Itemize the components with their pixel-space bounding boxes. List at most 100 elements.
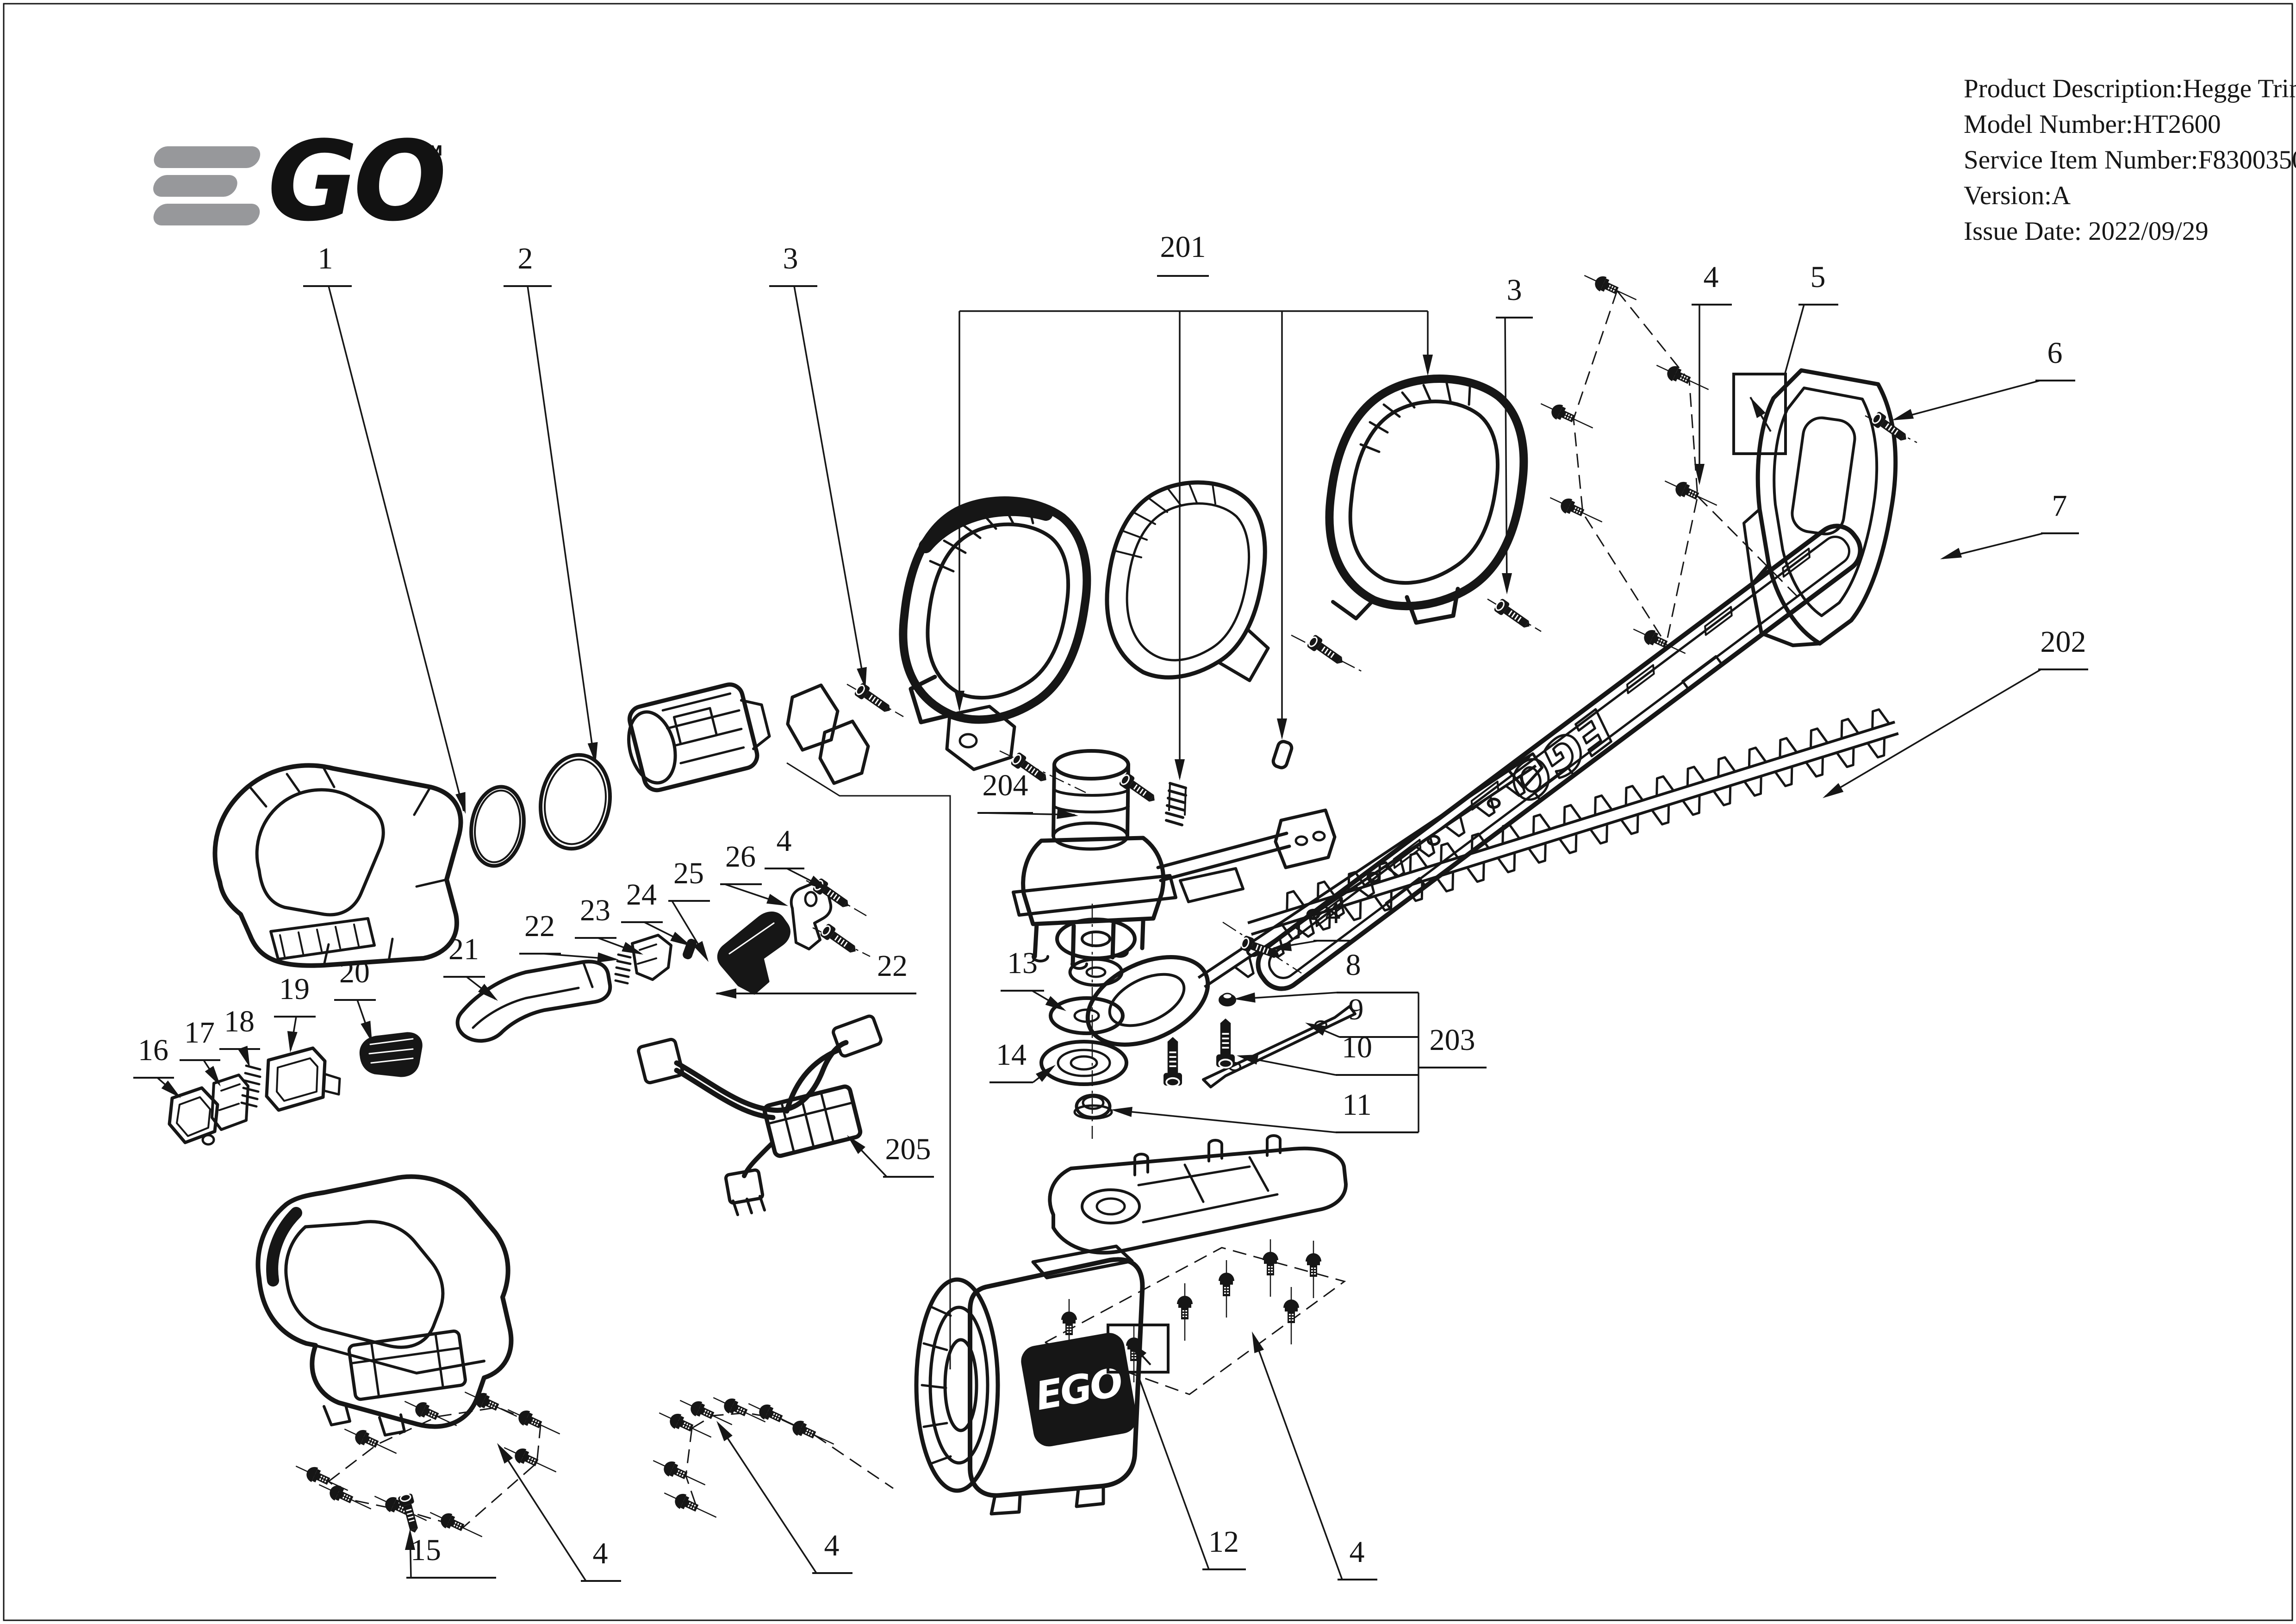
callout-label-23: 23	[580, 893, 610, 927]
callout-2: 2	[504, 242, 598, 764]
callout-label-204: 204	[983, 768, 1028, 802]
callout-3b: 3	[1496, 273, 1533, 594]
callout-15: 15	[405, 1529, 496, 1579]
part-spring-22a	[614, 953, 632, 985]
callout-label-4midleft: 4	[777, 824, 792, 858]
part-hand-guard	[1742, 368, 1898, 647]
callout-1: 1	[303, 242, 466, 814]
machine-screw	[1492, 597, 1535, 633]
callout-label-4top: 4	[1704, 260, 1719, 294]
rivet-screw	[1584, 274, 1637, 300]
part-handle-pin	[1271, 740, 1294, 769]
part-pin-24	[683, 938, 697, 960]
part-flange-nut-11	[1073, 1093, 1113, 1120]
callout-4bl: 4	[497, 1443, 621, 1582]
rivet-screw	[1540, 402, 1593, 429]
callout-13: 13	[1001, 946, 1066, 1011]
rivet-screw	[659, 1411, 712, 1438]
callout-5: 5	[1784, 260, 1838, 375]
callout-16: 16	[133, 1033, 181, 1098]
part-handle-clamp-brackets	[786, 683, 1016, 785]
rivet-screw	[1263, 1239, 1278, 1297]
logo-e-bar-2	[153, 175, 237, 197]
rivet-screw	[1549, 496, 1603, 523]
callout-label-8: 8	[1346, 948, 1361, 982]
callout-label-7: 7	[2052, 489, 2067, 523]
callout-4bm: 4	[716, 1421, 852, 1574]
callout-label-205: 205	[885, 1132, 931, 1166]
rivet-screw	[404, 1399, 457, 1426]
callout-label-4bl: 4	[593, 1537, 608, 1570]
rivet-screw	[679, 1399, 733, 1425]
title-product-description: Product Description:Hegge Trimmer	[1964, 74, 2296, 103]
blade-bolt	[1215, 1018, 1236, 1069]
callout-label-20: 20	[339, 956, 370, 989]
callout-12: 12	[1137, 1374, 1246, 1570]
logo-e-bar-3	[153, 204, 260, 225]
callout-25: 25	[668, 856, 710, 962]
part-interlock-23	[631, 934, 672, 981]
part-front-handle-middle-half	[1105, 480, 1270, 682]
callout-4top: 4	[1692, 260, 1732, 485]
callout-7: 7	[1940, 489, 2079, 559]
callout-label-4midright: 4	[1325, 896, 1341, 930]
callout-4br: 4	[1252, 1331, 1377, 1580]
callout-label-14: 14	[996, 1038, 1027, 1072]
callout-204: 204	[977, 768, 1078, 819]
callout-4midright: 4	[1270, 896, 1353, 951]
rivet-screw	[781, 1418, 834, 1445]
part-latch-lever-25	[717, 912, 790, 995]
part-controller-box-205	[762, 1084, 863, 1158]
callout-label-3a: 3	[783, 242, 798, 275]
blade-bolt	[1163, 1036, 1183, 1087]
callout-17: 17	[180, 1016, 221, 1087]
part-wire-harness-controller	[637, 1014, 883, 1216]
part-washer-14	[1039, 1040, 1128, 1086]
rivet-screw	[1306, 1241, 1321, 1298]
callout-label-11: 11	[1342, 1088, 1372, 1122]
callout-label-4br: 4	[1350, 1535, 1365, 1569]
callout-6: 6	[1892, 336, 2075, 420]
callout-22b: 22	[715, 949, 916, 999]
callout-205: 205	[847, 1132, 934, 1178]
part-spring-18	[240, 1064, 261, 1108]
machine-screw	[818, 922, 861, 958]
part-bottom-plate	[1048, 1134, 1348, 1255]
machine-screw	[852, 681, 895, 718]
callout-14: 14	[989, 1038, 1056, 1083]
callout-18: 18	[219, 1005, 260, 1068]
guard-ego-embossed-text: EGO	[1497, 700, 1624, 814]
part-rear-handle-upper-housing	[212, 763, 463, 968]
rivet-screw	[1664, 479, 1717, 506]
callout-10: 10	[1237, 1031, 1419, 1076]
title-version: Version:A	[1964, 181, 2071, 210]
callout-22a: 22	[519, 909, 619, 963]
callout-label-5: 5	[1811, 260, 1826, 294]
rivet-screw	[664, 1491, 717, 1518]
part-hex-mount	[945, 705, 1016, 771]
machine-screw	[1117, 771, 1160, 807]
callout-label-6: 6	[2047, 336, 2063, 370]
callout-label-25: 25	[673, 856, 704, 890]
callout-label-15: 15	[411, 1533, 441, 1567]
callout-203: 203	[1418, 993, 1487, 1132]
callout-label-22a: 22	[524, 909, 555, 943]
callout-20: 20	[334, 956, 376, 1043]
callout-label-202: 202	[2041, 625, 2086, 659]
callout-202: 202	[1823, 625, 2088, 798]
rivet-screw	[344, 1427, 397, 1454]
rivet-screw	[748, 1402, 801, 1429]
rivet-screw	[713, 1396, 766, 1423]
part-lockout-lever-21	[455, 960, 612, 1043]
logo-tm: TM	[419, 143, 442, 159]
callout-label-203: 203	[1430, 1023, 1475, 1057]
rivet-screw	[1283, 1287, 1299, 1344]
callout-9: 9	[1305, 993, 1419, 1038]
callout-label-2: 2	[518, 242, 533, 275]
part-handle-spring	[1165, 782, 1187, 826]
machine-screw	[1305, 633, 1348, 669]
rivet-screw	[1219, 1260, 1234, 1318]
rivet-screw	[374, 1494, 427, 1521]
part-switch-housing-half	[627, 682, 771, 793]
